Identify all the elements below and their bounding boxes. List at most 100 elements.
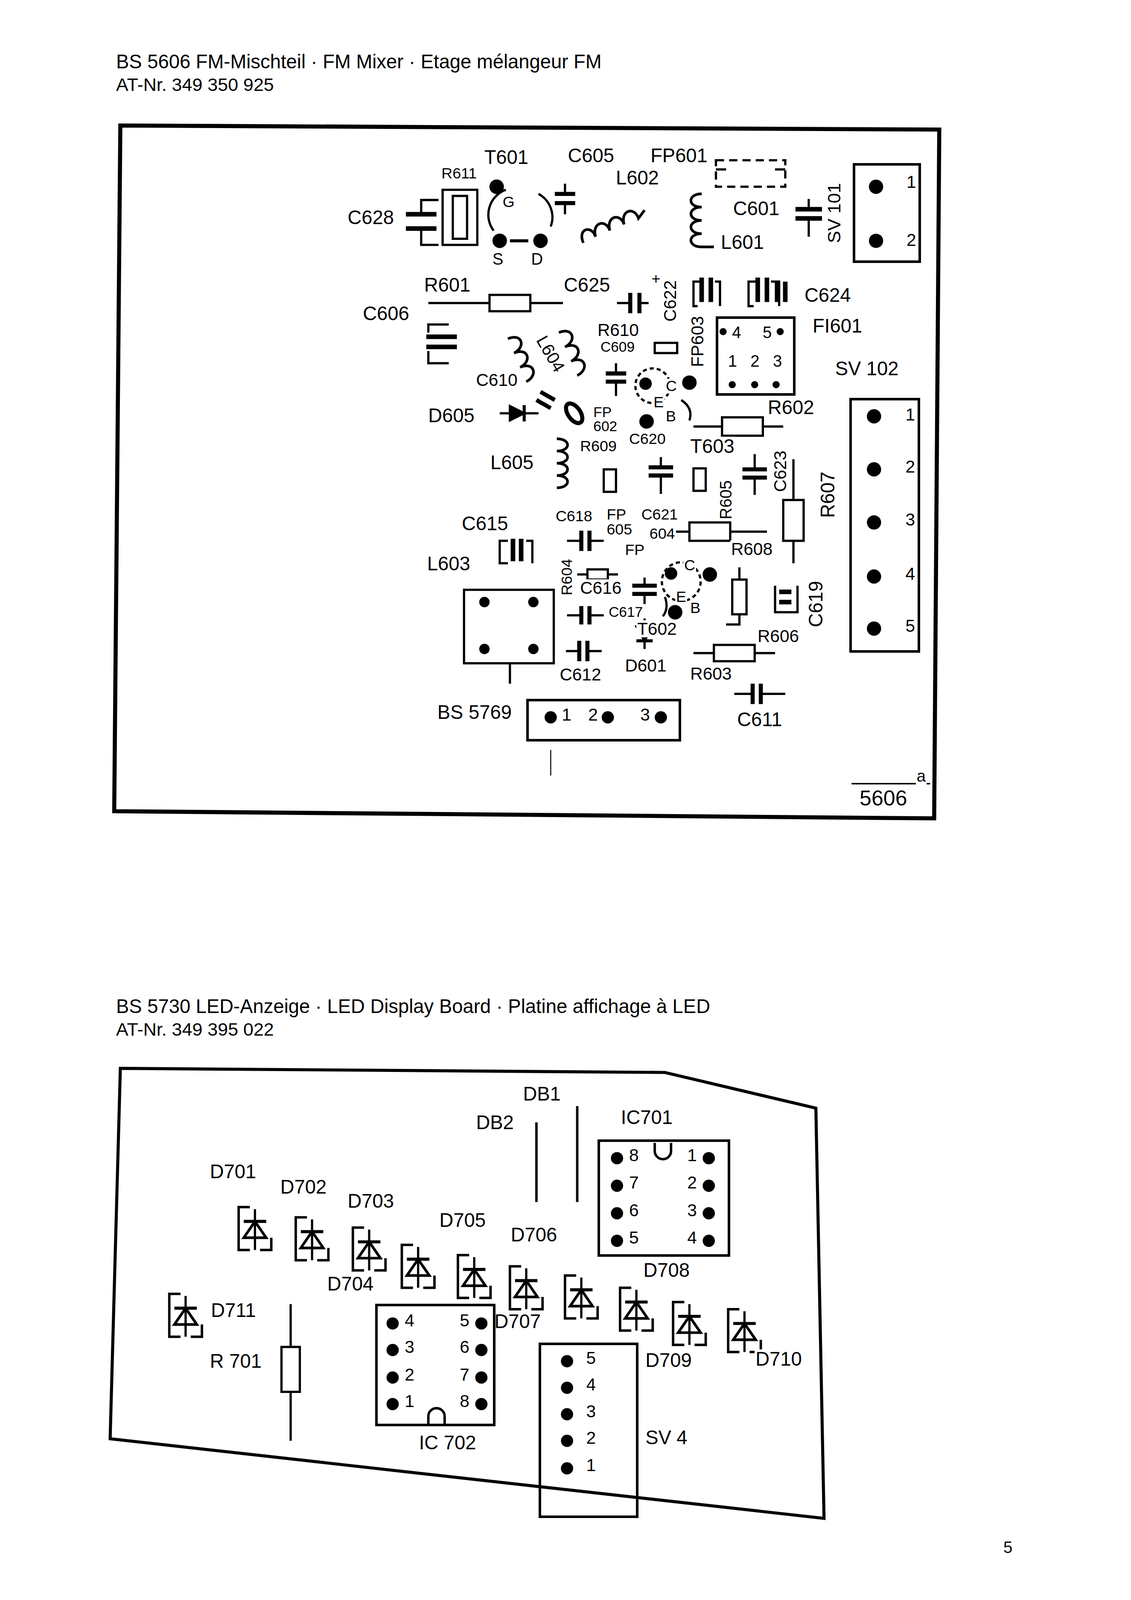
- pin-number: 2: [585, 1428, 598, 1447]
- capacitor-symbol: [405, 214, 437, 229]
- capacitor-symbol: [734, 692, 785, 695]
- connector-label: IC 702: [418, 1432, 478, 1452]
- filter-symbol: [715, 168, 785, 171]
- led-symbol: [620, 1287, 653, 1331]
- led-symbol: [169, 1293, 202, 1337]
- pin-pad: [610, 1206, 624, 1220]
- diode-symbol: [636, 639, 653, 643]
- part-label: L603: [426, 553, 472, 574]
- resistor-symbol: [442, 189, 478, 245]
- pin-number: 3: [639, 705, 651, 724]
- pin-pad: [560, 1434, 574, 1447]
- pin-pad: [702, 1151, 715, 1165]
- part-label: D710: [754, 1349, 803, 1369]
- pin-number: 1: [686, 1146, 698, 1164]
- transistor-symbol: [662, 596, 667, 616]
- capacitor-symbol: [630, 292, 640, 314]
- capacitor-symbol: [581, 606, 590, 625]
- coil-symbol: [690, 193, 715, 247]
- coil-symbol: [581, 209, 645, 243]
- resistor-symbol: [577, 573, 618, 576]
- pin-pad: [475, 1371, 488, 1384]
- part-label: C: [683, 557, 697, 574]
- part-label: FP: [623, 542, 646, 558]
- part-label: C601: [732, 198, 781, 219]
- filter-symbol: [529, 644, 538, 653]
- connector-label: SV 102: [834, 358, 900, 379]
- resistor-symbol: [693, 651, 776, 654]
- pin-pad: [560, 1381, 574, 1394]
- connector-box: FI60145123: [715, 316, 796, 396]
- part-label: D706: [510, 1224, 559, 1245]
- part-label: C628: [346, 207, 395, 228]
- pin-number: 3: [403, 1337, 416, 1356]
- part-label: D709: [644, 1350, 693, 1370]
- part-label: C606: [361, 303, 411, 324]
- led-symbol: [565, 1275, 598, 1318]
- led-symbol: [510, 1265, 543, 1309]
- part-label: C609: [599, 339, 636, 354]
- pin-pad: [560, 1461, 574, 1475]
- capacitor-symbol: [775, 585, 798, 613]
- pin-pad: [866, 409, 881, 424]
- pin-number: 5: [904, 617, 917, 635]
- pin-pad: [866, 569, 881, 584]
- filter-symbol: [480, 597, 489, 607]
- part-label: B: [664, 408, 677, 425]
- part-label: D: [530, 250, 545, 268]
- pin-pad: [386, 179, 884, 1475]
- pin-number: 1: [727, 352, 738, 370]
- pin-pad: [866, 462, 881, 477]
- part-label: D707: [493, 1311, 543, 1331]
- part-label: D708: [642, 1260, 691, 1280]
- capacitor-symbol: [777, 281, 786, 303]
- pin-pad: [475, 1397, 488, 1411]
- capacitor-symbol: [579, 640, 588, 662]
- connector-box: BS 5769123: [526, 698, 682, 742]
- part-label: R601: [423, 275, 472, 295]
- part-label: FP601: [649, 145, 709, 166]
- connector-label: SV 4: [644, 1427, 688, 1447]
- capacitor-symbol: [748, 281, 780, 307]
- wire: [550, 749, 551, 776]
- pin-pad: [601, 711, 615, 724]
- pin-pad: [654, 711, 668, 724]
- pin-number: 3: [772, 352, 783, 370]
- capacitor-symbol: [643, 577, 646, 604]
- part-label: D704: [326, 1273, 375, 1294]
- part-label: L601: [719, 232, 765, 252]
- part-label: 5: [1002, 1539, 1014, 1556]
- part-label: D703: [346, 1191, 395, 1211]
- pin-pad: [702, 1206, 715, 1220]
- pin-number: 1: [905, 173, 918, 191]
- transistor-symbol: [490, 180, 503, 193]
- pin-pad: [386, 1317, 400, 1330]
- capacitor-symbol: [581, 530, 590, 551]
- capacitor-symbol: [499, 540, 533, 564]
- part-label: S: [491, 250, 505, 268]
- part-label: D605: [427, 405, 476, 426]
- capacitor-symbol: [617, 301, 649, 304]
- pin-pad: [610, 1151, 624, 1165]
- part-label: D601: [623, 656, 668, 675]
- pin-number: 6: [628, 1201, 640, 1219]
- led-symbol: [673, 1301, 706, 1345]
- transistor-symbol: [510, 239, 529, 243]
- pin-number: 1: [585, 1456, 598, 1474]
- part-label: D711: [209, 1300, 257, 1320]
- ic-notch: [428, 1142, 672, 1425]
- transistor-symbol: [681, 399, 691, 421]
- pin-pad: [728, 381, 736, 389]
- part-label: L604: [533, 332, 569, 376]
- part-label: R606: [756, 627, 800, 645]
- capacitor-symbol: [742, 469, 767, 478]
- pin-number: 7: [628, 1173, 640, 1192]
- pin-number: 5: [585, 1349, 598, 1367]
- resistor-symbol: [281, 1346, 301, 1392]
- wire: [536, 749, 578, 1202]
- transistor-symbol: [640, 378, 651, 389]
- led-symbol: [169, 1206, 761, 1352]
- pin-number: 4: [403, 1311, 416, 1330]
- capacitor-symbol: [615, 363, 618, 396]
